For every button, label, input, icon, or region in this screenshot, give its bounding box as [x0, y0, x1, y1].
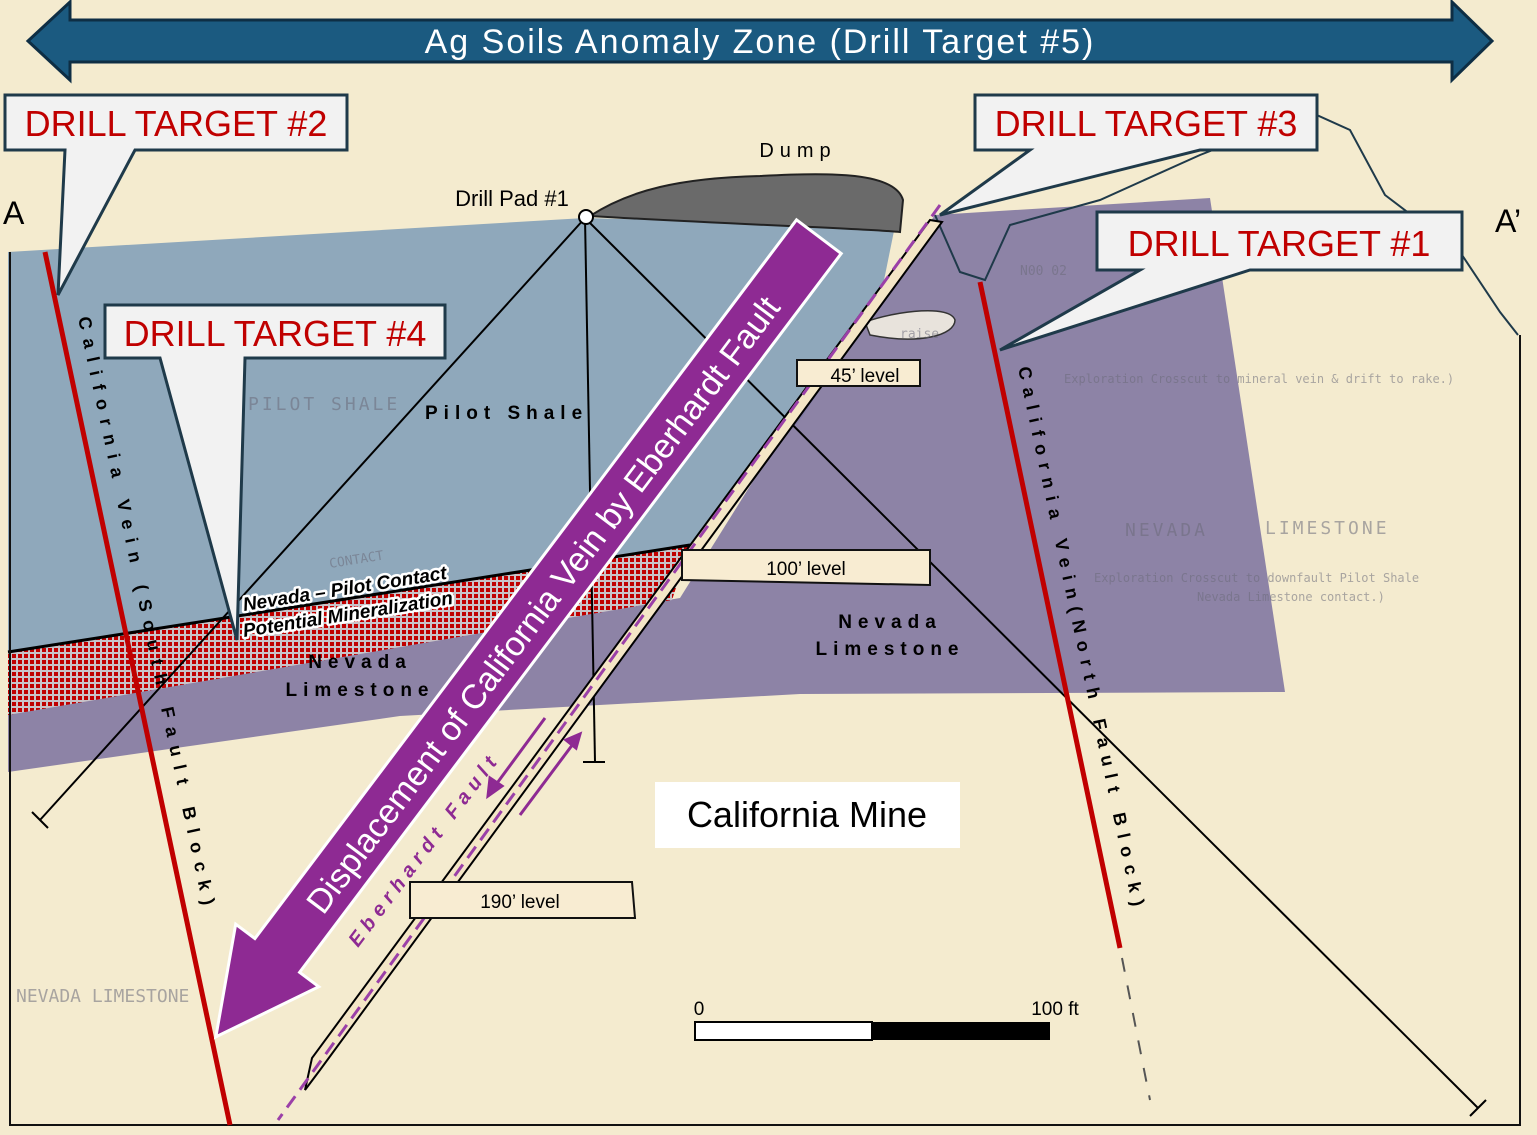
level-45-label: 45’ level — [830, 366, 899, 387]
section-end-label: A’ — [1495, 203, 1521, 239]
scale-start: 0 — [694, 999, 705, 1020]
banner-title: Ag Soils Anomaly Zone (Drill Target #5) — [425, 23, 1096, 61]
level-45: 45’ level — [796, 359, 921, 387]
callout-drill-target-3: DRILL TARGET #3 — [939, 93, 1319, 217]
scan-nevada: NEVADA — [1125, 520, 1208, 541]
raise-workings — [864, 309, 956, 340]
section-start-label: A — [3, 195, 25, 231]
fault-motion-arrows — [486, 717, 583, 816]
scan-bearing: N00 02 — [1020, 264, 1067, 279]
scan-nevada-limestone: NEVADA LIMESTONE — [16, 986, 189, 1007]
scan-limestone: LIMESTONE — [1265, 518, 1390, 539]
ag-soils-anomaly-banner: Ag Soils Anomaly Zone (Drill Target #5) — [25, 0, 1495, 84]
dump-label: Dump — [759, 140, 836, 162]
pilot-shale-label: Pilot Shale — [425, 403, 588, 424]
drill-target-1-label: DRILL TARGET #1 — [1128, 223, 1431, 264]
callout-drill-target-4: DRILL TARGET #4 — [103, 303, 447, 641]
scale-bar: 0 100 ft — [694, 999, 1079, 1041]
mine-label: California Mine — [687, 794, 927, 835]
section-frame — [9, 252, 1521, 1126]
drill-pad-label: Drill Pad #1 — [455, 186, 569, 211]
nevada-limestone-unit — [8, 198, 1285, 772]
scan-exploration-2b: Nevada Limestone contact.) — [1197, 590, 1385, 604]
california-vein-north — [977, 281, 1123, 949]
limestone-label-left: Limestone — [285, 680, 434, 701]
drill-pad-marker — [578, 209, 594, 225]
level-100: 100’ level — [681, 549, 931, 587]
dump-pile — [586, 173, 905, 234]
drill-target-3-label: DRILL TARGET #3 — [995, 103, 1298, 144]
level-100-label: 100’ level — [766, 559, 846, 580]
scan-exploration-2: Exploration Crosscut to downfault Pilot … — [1094, 571, 1419, 585]
callout-drill-target-1: DRILL TARGET #1 — [999, 210, 1464, 352]
vein-north-projection — [1121, 957, 1151, 1101]
california-vein-south — [42, 251, 233, 1126]
scan-raise: raise — [900, 327, 939, 342]
limestone-label-right: Limestone — [815, 639, 964, 660]
nevada-label-right: Nevada — [838, 612, 942, 633]
level-190-label: 190’ level — [480, 892, 560, 913]
nevada-label-left: Nevada — [308, 652, 412, 673]
drill-target-4-label: DRILL TARGET #4 — [124, 313, 427, 354]
drill-target-2-label: DRILL TARGET #2 — [25, 103, 328, 144]
level-190: 190’ level — [409, 881, 637, 919]
scale-end: 100 ft — [1031, 999, 1079, 1020]
scan-pilot-shale: PILOT SHALE — [248, 394, 400, 415]
eberhardt-fault-trace — [276, 204, 942, 1121]
scan-exploration-1: Exploration Crosscut to mineral vein & d… — [1064, 372, 1454, 386]
callout-drill-target-2: DRILL TARGET #2 — [3, 93, 349, 296]
mine-label-box — [655, 782, 960, 848]
